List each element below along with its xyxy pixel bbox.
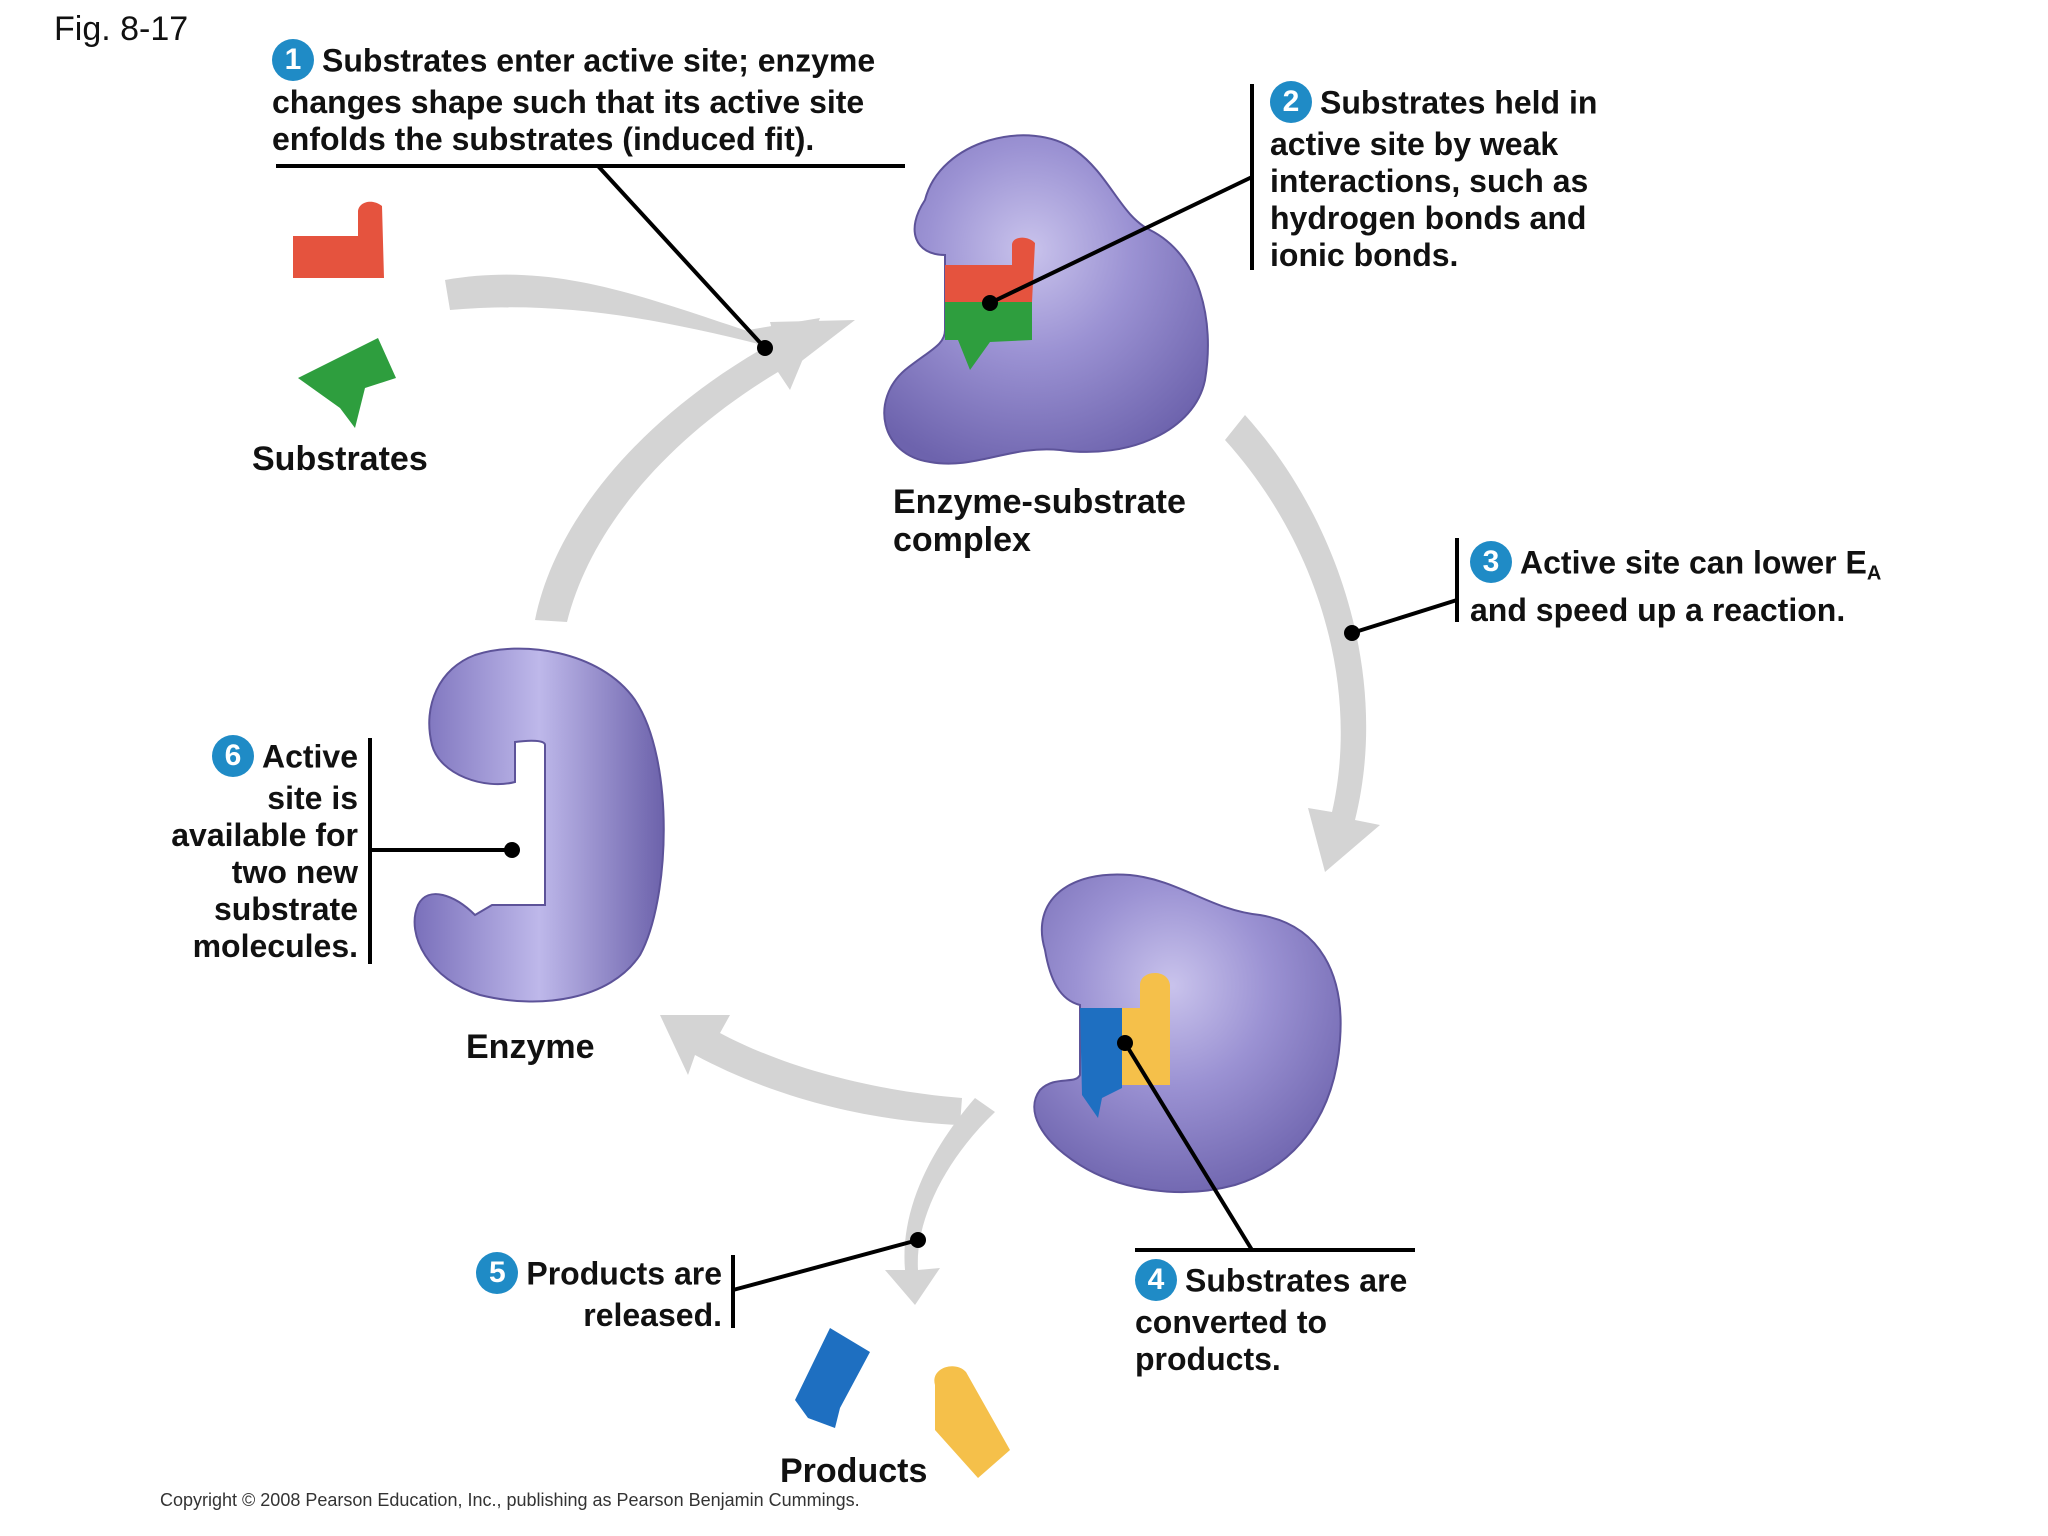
product-blue-icon [795,1328,870,1428]
released-products [795,1328,1010,1478]
step-6-badge: 6 [211,735,254,777]
product-yellow-icon [934,1366,1010,1478]
substrate-red-icon [293,201,384,278]
bound-substrate-red-icon [945,237,1035,302]
substrates-label: Substrates [252,440,428,478]
step-1-text: Substrates enter active site; enzyme cha… [272,42,876,157]
substrate-green-icon [298,338,396,428]
copyright-notice: Copyright © 2008 Pearson Education, Inc.… [160,1490,860,1510]
bound-product-blue-icon [1080,1008,1122,1118]
arrow-substrates-in [445,274,855,370]
arrow-products-out [885,1098,995,1305]
leader-lines [276,84,1459,1328]
bound-substrate-green-icon [945,302,1032,370]
complex-label: Enzyme-substrate complex [893,483,1186,559]
step-2-text: Substrates held in active site by weak i… [1270,84,1598,273]
step-3-text-b: and speed up a reaction. [1470,592,1846,629]
free-enzyme-shape [413,647,665,1003]
step-1-badge: 1 [272,39,314,81]
step-4-badge: 4 [1135,1259,1177,1301]
step-3-text-a: Active site can lower E [1520,544,1867,581]
products-label: Products [780,1452,928,1490]
step-5-badge: 5 [476,1252,519,1294]
step-2-badge: 2 [1270,81,1312,123]
arrow-enzyme-return [535,318,820,622]
enzyme-label: Enzyme [466,1028,595,1066]
step-4-text: Substrates are converted to products. [1135,1262,1408,1377]
free-substrates [293,201,396,428]
enzyme-substrate-complex-shape [883,134,1209,465]
step-6-text: Active site is available for two new sub… [171,738,358,964]
step-3-subscript: A [1866,562,1882,585]
figure-label: Fig. 8-17 [54,10,189,48]
step-5-text: Products are released. [526,1255,722,1333]
step-3-badge: 3 [1470,541,1512,583]
leader-dots [504,295,1360,1248]
enzyme-product-complex-shape [1033,873,1342,1194]
cycle-arrows [445,274,1380,1305]
arrow-release [660,1015,962,1125]
arrow-catalysis [1225,415,1380,872]
